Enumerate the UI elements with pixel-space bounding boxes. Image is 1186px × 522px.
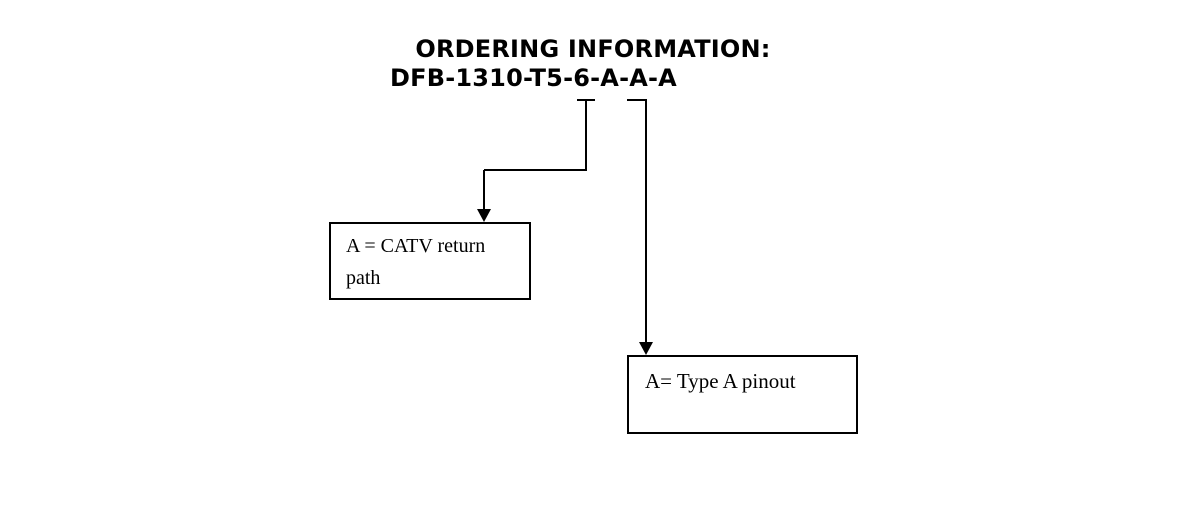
arrow-down-icon (639, 342, 653, 355)
connector-line-catv-return-path (483, 99, 595, 210)
page-title: ORDERING INFORMATION: (415, 35, 771, 63)
callout-label: A = CATV return path (346, 235, 486, 289)
callout-box-catv-return-path: A = CATV return path (329, 222, 531, 300)
arrow-down-icon (477, 209, 491, 222)
part-number: DFB-1310-T5-6-A-A-A (390, 64, 677, 92)
callout-box-type-a-pinout: A= Type A pinout (627, 355, 858, 434)
callout-label: A= Type A pinout (645, 369, 796, 393)
connector-line-type-a-pinout (627, 99, 647, 343)
